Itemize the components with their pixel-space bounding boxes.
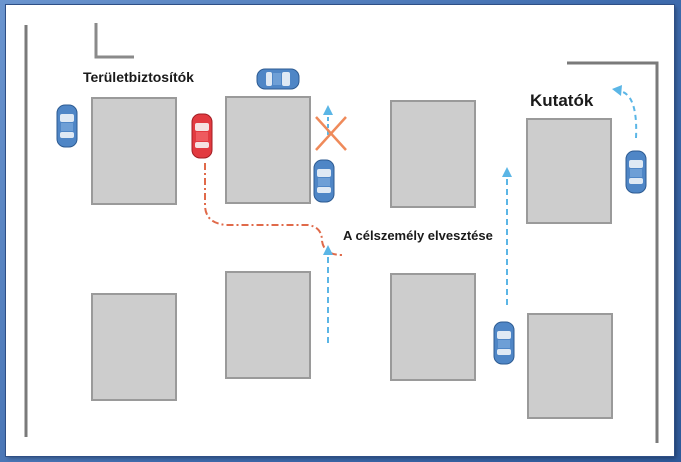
car-icon xyxy=(493,321,515,365)
blue-path-4 xyxy=(619,90,638,139)
building-top-2 xyxy=(225,96,311,204)
building-bottom-1 xyxy=(91,293,177,401)
arrow-icon xyxy=(502,167,512,177)
diagram-panel: Területbiztosítók Kutatók A célszemély e… xyxy=(6,5,674,456)
arrow-icon xyxy=(323,245,333,255)
building-top-4 xyxy=(526,118,612,224)
street-diagram xyxy=(24,23,659,443)
corner-marker-icon xyxy=(94,23,134,59)
building-bottom-3 xyxy=(390,273,476,381)
building-bottom-2 xyxy=(225,271,311,379)
arrow-icon xyxy=(612,85,622,96)
car-icon xyxy=(56,104,78,148)
car-icon xyxy=(625,150,647,194)
arrow-icon xyxy=(323,105,333,115)
label-perimeter-team: Területbiztosítók xyxy=(83,69,194,85)
building-bottom-4 xyxy=(527,313,613,419)
building-top-1 xyxy=(91,97,177,205)
car-icon xyxy=(313,159,335,203)
label-target-lost: A célszemély elvesztése xyxy=(343,228,493,243)
car-icon xyxy=(256,68,300,90)
right-wall xyxy=(567,61,659,443)
label-searchers: Kutatók xyxy=(530,91,594,110)
x-marker-icon xyxy=(315,116,347,151)
car-icon xyxy=(191,113,213,159)
building-top-3 xyxy=(390,100,476,208)
